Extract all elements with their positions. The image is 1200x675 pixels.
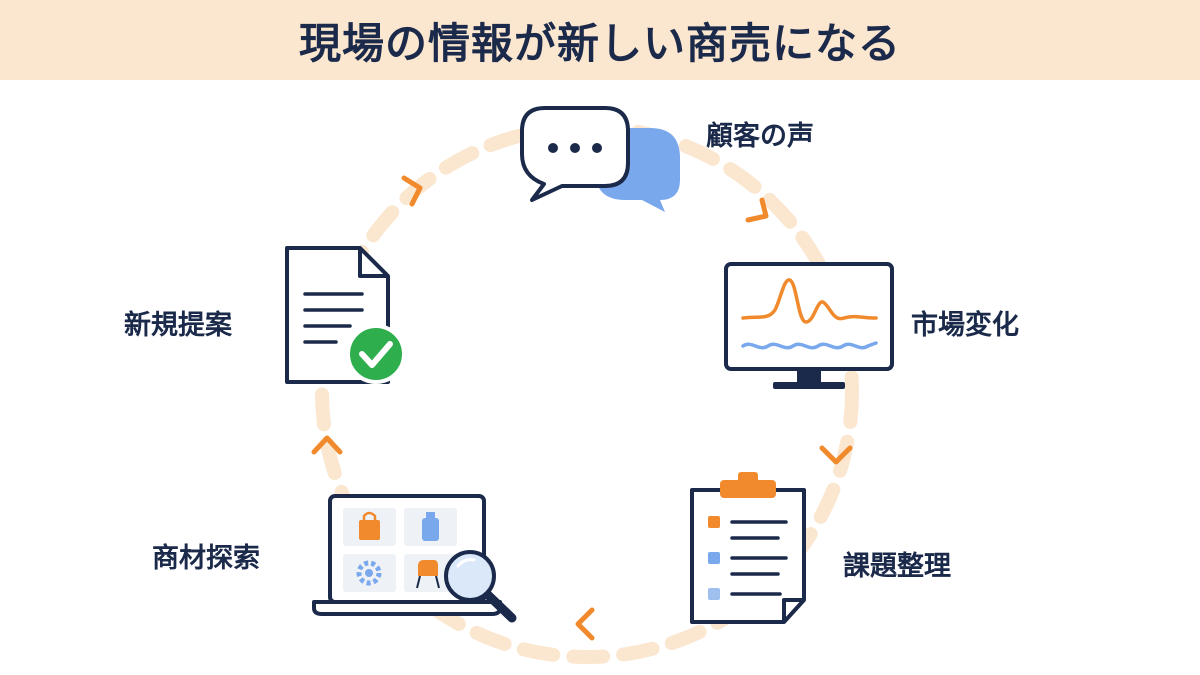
step-label-search: 商材探索 [152,543,260,574]
cycle-arrow-4 [575,607,595,641]
step-label-voice: 顧客の声 [706,121,814,152]
step-label-market: 市場変化 [911,310,1019,341]
step-label-proposal: 新規提案 [124,310,232,341]
clipboard-checklist-icon [690,472,806,624]
cycle-arrow-1 [401,175,423,207]
document-check-icon [285,246,406,384]
laptop-search-icon [312,494,517,623]
cycle-arrow-2 [745,197,769,223]
speech-bubbles-icon [520,106,680,212]
cycle-arrow-3 [819,445,853,465]
monitor-chart-icon [724,262,894,389]
page-title: 現場の情報が新しい商売になる [298,18,901,68]
title-banner: 現場の情報が新しい商売になる [0,0,1200,80]
cycle-arrow-5 [311,435,343,455]
step-label-issues: 課題整理 [843,551,951,582]
